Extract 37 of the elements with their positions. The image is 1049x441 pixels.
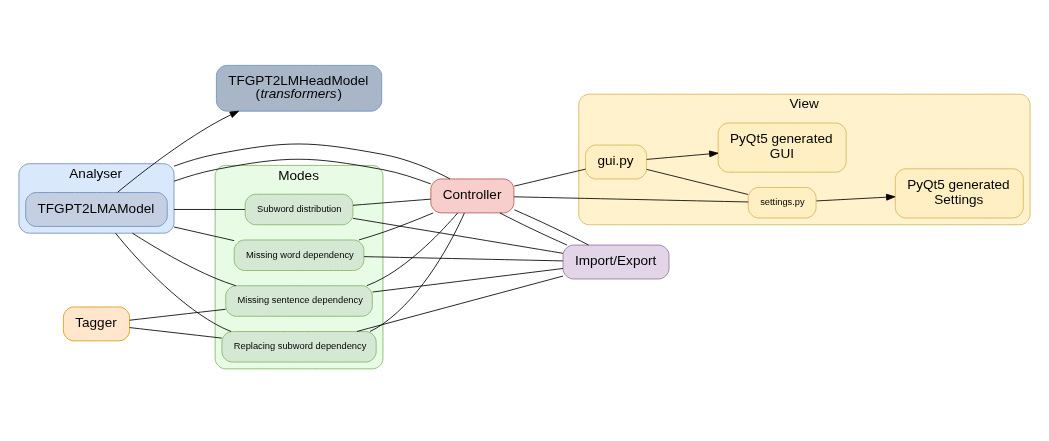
node-box: Replacing subword dependency (221, 331, 377, 363)
connector (363, 256, 564, 262)
connector (132, 232, 237, 287)
node-box: Missing sentence dependency (225, 285, 373, 317)
node-box: TFGPT2LMAModel (25, 192, 168, 227)
connector (356, 275, 564, 332)
connector (129, 308, 226, 321)
connector (513, 209, 589, 246)
node-box: PyQt5 generated GUI (717, 122, 847, 173)
arrow (117, 110, 240, 193)
connector (173, 158, 432, 185)
connector (372, 268, 564, 293)
connector (173, 209, 246, 210)
connector (499, 212, 568, 246)
node-box: gui.py (585, 144, 647, 180)
arrow (646, 150, 719, 160)
connector (173, 226, 235, 242)
connector (646, 168, 749, 195)
connector (513, 168, 586, 187)
connector (513, 196, 749, 203)
connector (115, 232, 232, 332)
connector (352, 217, 564, 254)
node-box: Tagger (63, 306, 130, 342)
node-box: Import/Export (562, 244, 670, 280)
node-box: Controller (430, 178, 515, 214)
connector (129, 327, 223, 339)
connector (173, 143, 451, 180)
node-box: settings.py (747, 187, 817, 219)
arrow (816, 193, 896, 202)
connector (352, 198, 432, 206)
node-box: TFGPT2LMHeadModel (transformers) (215, 64, 383, 112)
connector (369, 212, 465, 332)
node-box: Missing word dependency (233, 239, 365, 271)
node-box: Subword distribution (244, 193, 354, 226)
connector (358, 212, 434, 241)
node-box: PyQt5 generated Settings (894, 168, 1024, 219)
connector (366, 212, 459, 287)
